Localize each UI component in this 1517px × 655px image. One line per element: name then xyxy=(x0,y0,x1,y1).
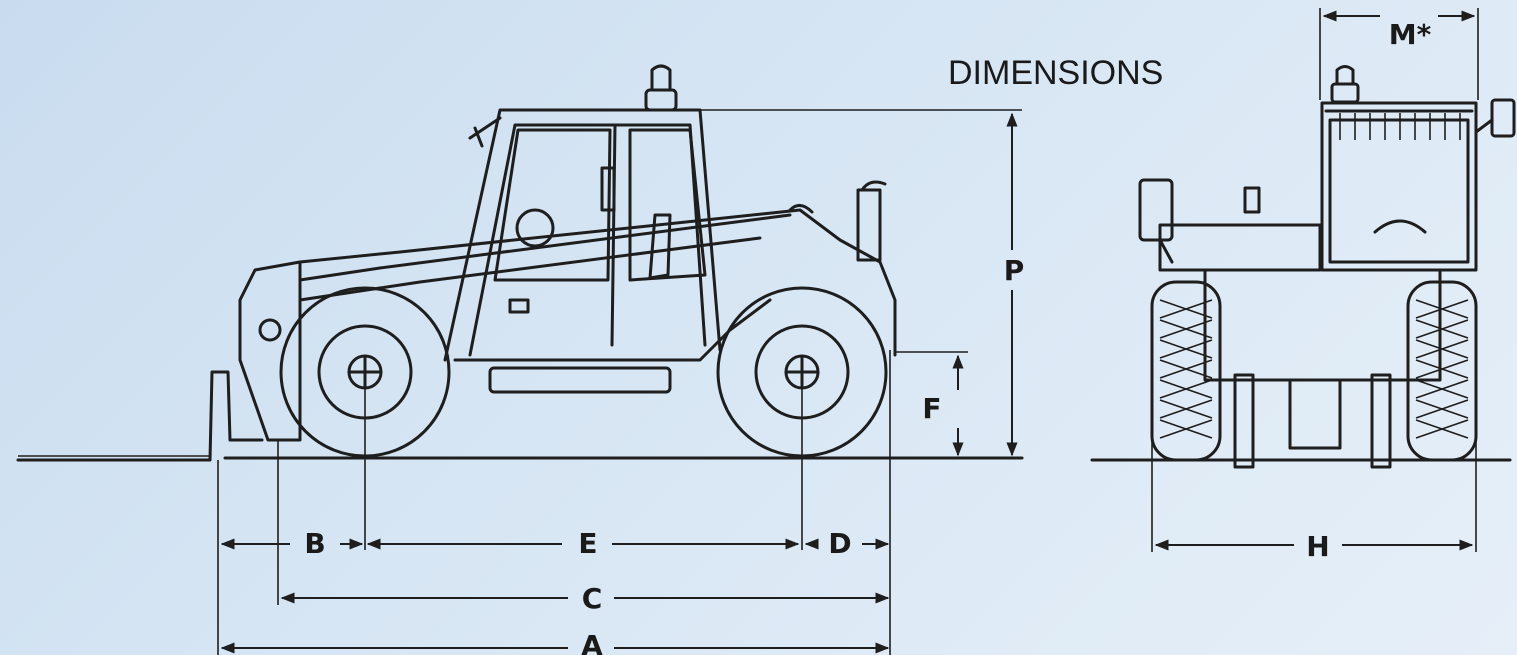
label-a: A xyxy=(581,629,603,655)
side-view: B E D C A P F xyxy=(16,64,1025,655)
label-c: C xyxy=(582,582,603,615)
diagram-title: DIMENSIONS xyxy=(948,54,1163,92)
exhaust xyxy=(856,188,882,262)
chassis xyxy=(453,298,772,362)
front-right-tyre xyxy=(1406,280,1478,462)
label-b: B xyxy=(304,527,325,560)
label-e: E xyxy=(578,527,597,560)
label-d: D xyxy=(828,527,851,560)
boom-head xyxy=(238,260,302,442)
forks xyxy=(16,370,264,462)
front-view: H M* xyxy=(1090,8,1516,563)
label-m: M* xyxy=(1389,18,1432,51)
body-outline xyxy=(298,208,897,357)
label-p: P xyxy=(1004,254,1025,287)
boom xyxy=(298,213,792,282)
label-h: H xyxy=(1306,530,1329,563)
front-left-tyre xyxy=(1150,280,1222,462)
label-f: F xyxy=(922,392,941,425)
